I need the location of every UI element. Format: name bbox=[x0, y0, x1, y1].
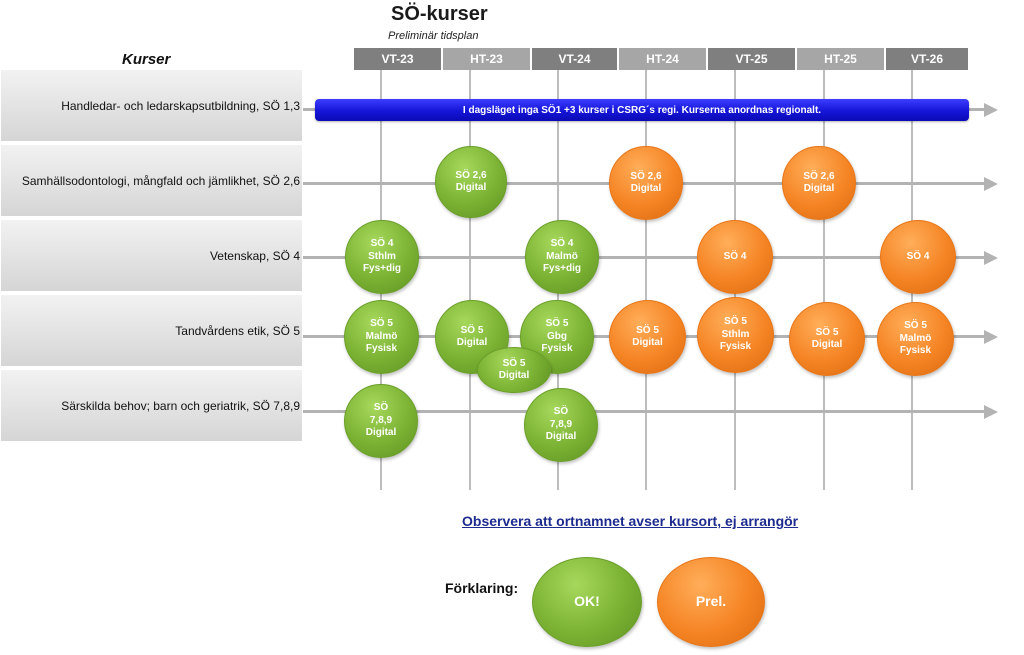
row-arrow-line bbox=[303, 410, 985, 413]
course-so5-ht24: SÖ 5 Digital bbox=[609, 300, 686, 374]
row-label-so5: Tandvårdens etik, SÖ 5 bbox=[1, 295, 302, 368]
course-so4-vt24: SÖ 4 Malmö Fys+dig bbox=[525, 220, 599, 294]
course-so26-ht23: SÖ 2,6 Digital bbox=[435, 146, 507, 218]
grid-line-ht24 bbox=[645, 70, 647, 490]
regional-courses-banner: I dagsläget inga SÖ1 +3 kurser i CSRG´s … bbox=[315, 99, 969, 121]
course-so4-vt23: SÖ 4 Sthlm Fys+dig bbox=[345, 220, 419, 294]
semester-ht23: HT-23 bbox=[443, 48, 530, 70]
row-label-so789: Särskilda behov; barn och geriatrik, SÖ … bbox=[1, 370, 302, 443]
location-note-link[interactable]: Observera att ortnamnet avser kursort, e… bbox=[462, 513, 799, 529]
page-subtitle: Preliminär tidsplan bbox=[388, 30, 479, 42]
row-label-so4: Vetenskap, SÖ 4 bbox=[1, 220, 302, 293]
row-arrow-head bbox=[984, 103, 998, 117]
semester-vt26: VT-26 bbox=[886, 48, 968, 70]
row-arrow-line bbox=[303, 256, 985, 259]
course-so5-vt25: SÖ 5 Sthlm Fysisk bbox=[697, 297, 774, 373]
legend-label: Förklaring: bbox=[445, 580, 519, 596]
semester-ht24: HT-24 bbox=[619, 48, 706, 70]
course-so5-extra: SÖ 5 Digital bbox=[477, 347, 551, 393]
legend-prel-circle: Prel. bbox=[657, 557, 765, 647]
page-title: SÖ-kurser bbox=[391, 3, 488, 25]
course-so4-vt25: SÖ 4 bbox=[697, 220, 773, 294]
row-arrow-head bbox=[984, 405, 998, 419]
course-so5-vt23: SÖ 5 Malmö Fysisk bbox=[344, 300, 419, 374]
semester-vt25: VT-25 bbox=[708, 48, 795, 70]
row-arrow-head bbox=[984, 177, 998, 191]
course-so5-vt26: SÖ 5 Malmö Fysisk bbox=[877, 302, 954, 376]
row-arrow-head bbox=[984, 251, 998, 265]
row-label-so13: Handledar- och ledarskapsutbildning, SÖ … bbox=[1, 70, 302, 143]
row-label-so26: Samhällsodontologi, mångfald och jämlikh… bbox=[1, 145, 302, 218]
course-so26-ht25: SÖ 2,6 Digital bbox=[782, 146, 856, 220]
course-so26-ht24: SÖ 2,6 Digital bbox=[609, 146, 683, 220]
row-arrow-head bbox=[984, 330, 998, 344]
course-so4-vt26: SÖ 4 bbox=[880, 220, 956, 294]
courses-heading: Kurser bbox=[122, 51, 171, 68]
course-so5-vt24: SÖ 5 Gbg Fysisk bbox=[520, 300, 594, 374]
semester-ht25: HT-25 bbox=[797, 48, 884, 70]
course-so5-ht25: SÖ 5 Digital bbox=[789, 302, 865, 376]
course-so789-vt23: SÖ 7,8,9 Digital bbox=[344, 384, 418, 458]
semester-vt23: VT-23 bbox=[354, 48, 441, 70]
grid-line-ht25 bbox=[823, 70, 825, 490]
legend-ok-circle: OK! bbox=[532, 557, 642, 647]
course-so789-vt24: SÖ 7,8,9 Digital bbox=[524, 388, 598, 462]
semester-vt24: VT-24 bbox=[532, 48, 617, 70]
grid-line-ht23 bbox=[469, 70, 471, 490]
